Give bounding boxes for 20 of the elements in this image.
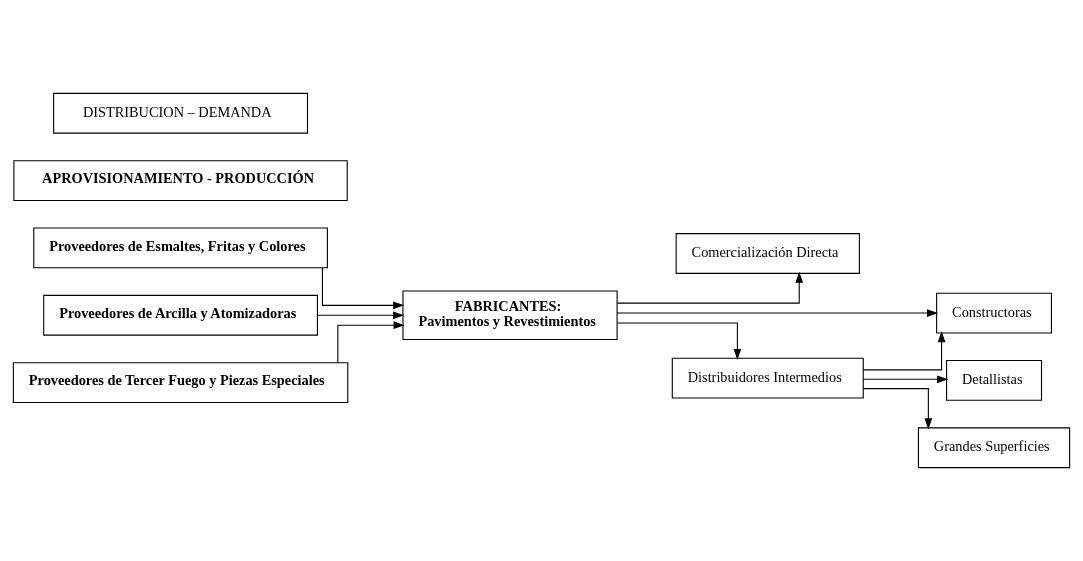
arrow xyxy=(862,388,933,430)
node-box: Comercialización Directa xyxy=(675,233,860,274)
node-box: DISTRIBUCION – DEMANDA xyxy=(53,92,309,134)
arrow xyxy=(616,309,938,317)
node-box: Detallistas xyxy=(946,359,1043,401)
node-box: Proveedores de Tercer Fuego y Piezas Especiales xyxy=(12,362,349,403)
node-box: FABRICANTES: Pavimentos y Revestimientos xyxy=(402,290,618,341)
node-box: Grandes Superficies xyxy=(917,427,1071,469)
node-box: Distribuidores Intermedios xyxy=(671,357,864,399)
arrow xyxy=(317,311,405,320)
arrow xyxy=(862,375,949,384)
arrow xyxy=(337,321,405,364)
node-box: Proveedores de Arcilla y Atomizadoras xyxy=(43,294,318,336)
arrow xyxy=(862,331,946,371)
node-box: Constructoras xyxy=(936,292,1052,334)
node-box: APROVISIONAMIENTO - PRODUCCIÓN xyxy=(13,160,348,202)
arrow xyxy=(616,322,742,360)
arrow xyxy=(616,271,804,304)
node-box: Proveedores de Esmaltes, Fritas y Colores xyxy=(33,227,328,269)
arrow xyxy=(321,267,405,310)
